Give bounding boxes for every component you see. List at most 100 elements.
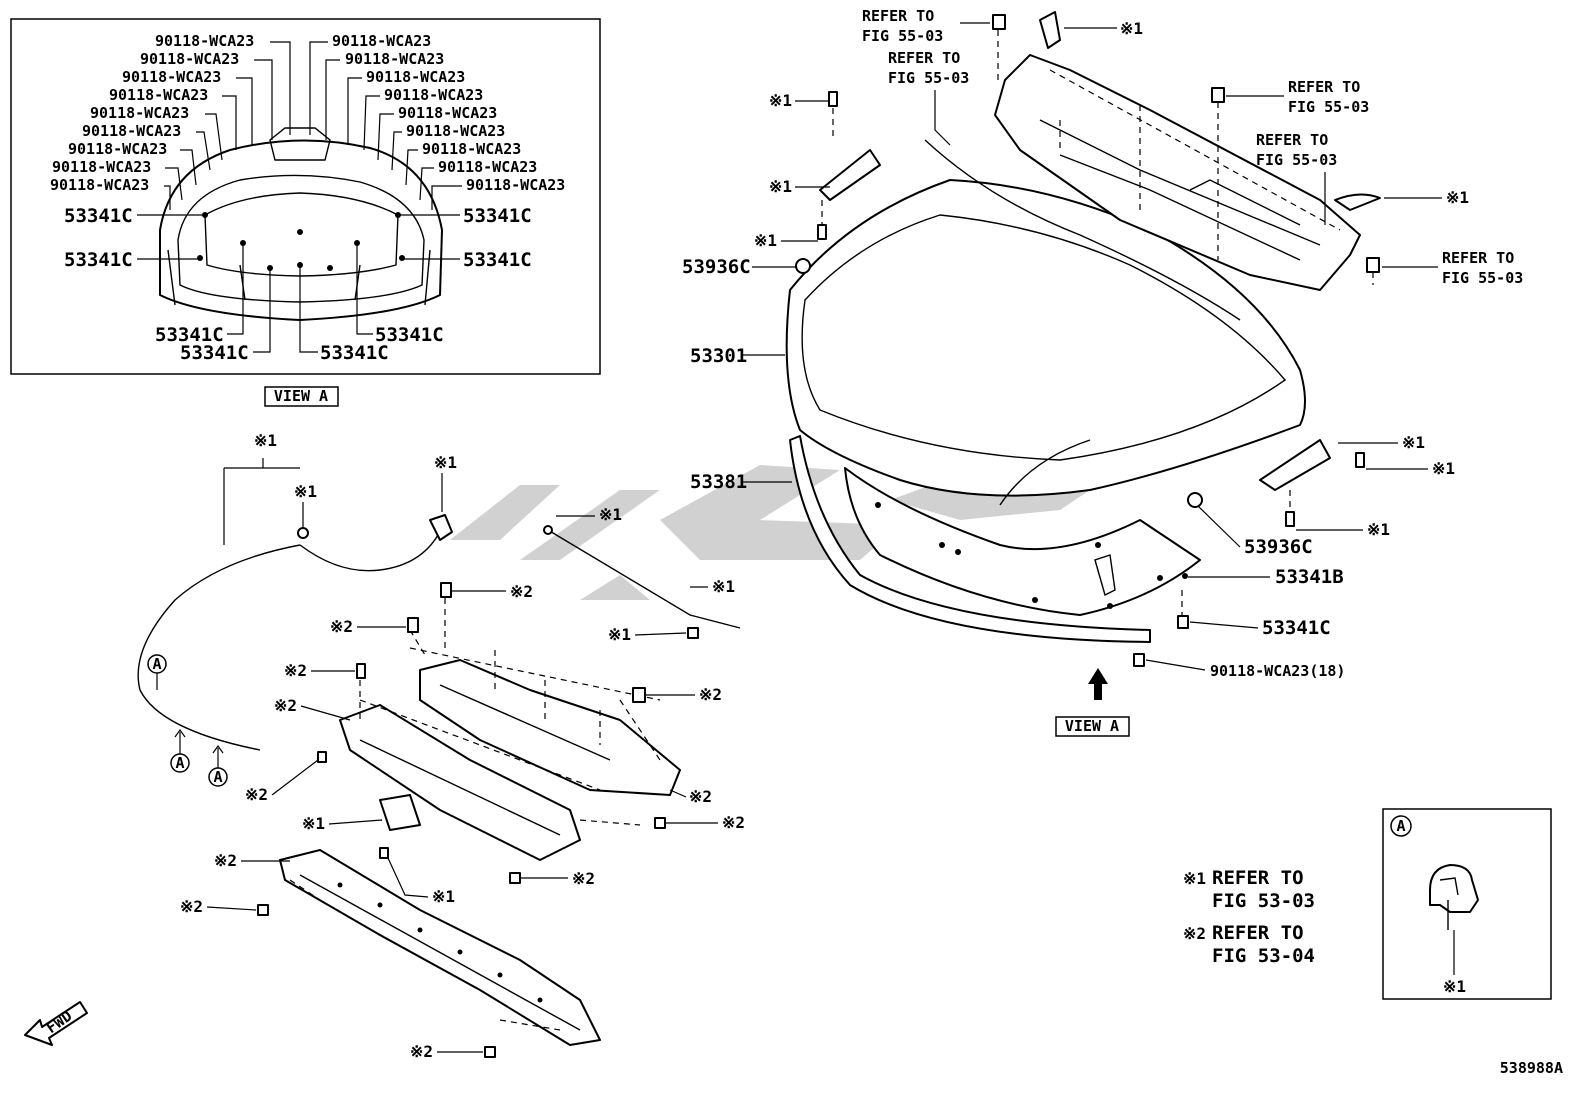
fastener-leaders-right	[309, 41, 462, 210]
detail-a-mark: ※1	[1443, 977, 1466, 996]
cushion-right-shape	[1187, 492, 1203, 508]
mark1-label: ※1	[1402, 433, 1425, 452]
legend-mark2-line2: FIG 53-04	[1212, 945, 1315, 967]
latch-bracket-drawing	[339, 704, 581, 861]
bolt-shape	[828, 91, 838, 107]
clip-shape	[687, 627, 699, 639]
clip-label: 53341C	[155, 324, 224, 346]
clip-label: 53341C	[375, 324, 444, 346]
view-a-tag: VIEW A	[274, 387, 328, 405]
legend-mark1: ※1	[1183, 869, 1206, 888]
cushion-right-label: 53936C	[1244, 536, 1313, 558]
mark2-label: ※2	[722, 813, 745, 832]
refer-fig-label: FIG 55-03	[888, 69, 969, 87]
bolt-shape	[1355, 452, 1365, 468]
refer-fig-label: FIG 55-03	[1442, 269, 1523, 287]
fastener-label: 90118-WCA23	[422, 140, 521, 158]
mark-labels-lower: ※1 ※1 ※1 ※1 ※1 ※1 ※2 ※2 ※2 ※2 ※2 ※2 ※2 ※…	[180, 431, 745, 1061]
legend-mark2: ※2	[1183, 924, 1206, 943]
mark1-label: ※1	[294, 482, 317, 501]
clip-labels: 53341C 53341C 53341C 53341C 53341C 53341…	[64, 205, 532, 364]
detail-a-box: A ※1	[1382, 808, 1552, 1000]
mark1-label: ※1	[302, 814, 325, 833]
mark2-label: ※2	[510, 582, 533, 601]
cushion-left-shape	[795, 258, 811, 274]
arrow-up-icon	[1088, 668, 1108, 700]
fastener-label: 90118-WCA23	[155, 32, 254, 50]
cushion-left-label: 53936C	[682, 256, 751, 278]
clip-label: 53341C	[320, 342, 389, 364]
mark2-label: ※2	[284, 661, 307, 680]
cross-member-drawing	[279, 849, 601, 1046]
legend-mark1-line2: FIG 53-03	[1212, 890, 1315, 912]
insulator-fastener-label: 90118-WCA23(18)	[1210, 662, 1345, 680]
bolt-shape	[654, 817, 666, 829]
refer-labels: REFER TO FIG 55-03 REFER TO FIG 55-03 RE…	[862, 7, 1523, 287]
clip-shape	[1366, 257, 1380, 273]
bolt-shape	[317, 751, 327, 763]
insulator-clip-label: 53341C	[1262, 617, 1331, 639]
fastener-label: 90118-WCA23	[109, 86, 208, 104]
support-rod-drawing	[543, 525, 741, 629]
hood-underside-drawing	[159, 127, 443, 321]
mark2-label: ※2	[572, 869, 595, 888]
mark1-label: ※1	[1432, 459, 1455, 478]
clip-shape	[1133, 653, 1145, 667]
clip-label: 53341C	[463, 205, 532, 227]
bolt-shape	[257, 904, 269, 916]
clip-shape	[1211, 87, 1225, 103]
refer-to-label: REFER TO	[1256, 131, 1328, 149]
clip-leaders	[137, 214, 460, 353]
view-a-tag-box	[1055, 716, 1130, 737]
fastener-leaders-left	[164, 41, 291, 210]
clip-label: 53341C	[180, 342, 249, 364]
clip-shape	[992, 14, 1006, 30]
mark1-label: ※1	[1446, 188, 1469, 207]
fastener-label: 90118-WCA23	[384, 86, 483, 104]
view-a-pointer: VIEW A	[1055, 668, 1130, 737]
mark1-label: ※1	[254, 431, 277, 450]
fastener-label: 90118-WCA23	[366, 68, 465, 86]
fastener-label: 90118-WCA23	[82, 122, 181, 140]
fastener-label: 90118-WCA23	[406, 122, 505, 140]
mark1-label: ※1	[432, 887, 455, 906]
mark1-label: ※1	[769, 177, 792, 196]
small-parts-drawing	[795, 11, 1381, 667]
mark1-label: ※1	[434, 453, 457, 472]
detail-a-circle	[1390, 815, 1412, 837]
lower-dashed-guides	[289, 598, 661, 1031]
mark1-label: ※1	[754, 231, 777, 250]
mark2-label: ※2	[214, 851, 237, 870]
fwd-arrow: FWD	[24, 1001, 88, 1046]
mark1-labels-upper: ※1 ※1 ※1 ※1 ※1 ※1 ※1 ※1	[754, 19, 1469, 539]
insulator-label: 53341B	[1275, 566, 1344, 588]
view-a-frame	[10, 18, 601, 375]
refer-to-label: REFER TO	[1442, 249, 1514, 267]
weatherstrip-drawing	[924, 139, 1241, 321]
fastener-label: 90118-WCA23	[90, 104, 189, 122]
fastener-labels-left: 90118-WCA23 90118-WCA23 90118-WCA23 9011…	[50, 32, 254, 194]
mark2-label: ※2	[330, 617, 353, 636]
cowl-panel-drawing	[994, 54, 1361, 291]
fastener-label: 90118-WCA23	[140, 50, 239, 68]
legend-mark1-line1: REFER TO	[1212, 867, 1304, 889]
mark2-label: ※2	[689, 787, 712, 806]
clip-shape	[1177, 615, 1189, 629]
circle-a-label: A	[152, 655, 161, 673]
bolt-shape	[817, 224, 827, 240]
main-labels: 53301 53381 53936C 53936C 53341B 53341C …	[682, 256, 1345, 680]
mark1-label: ※1	[608, 625, 631, 644]
fastener-label: 90118-WCA23	[50, 176, 149, 194]
mark1-label: ※1	[712, 577, 735, 596]
refer-fig-label: FIG 55-03	[1256, 151, 1337, 169]
mark1-label: ※1	[1367, 520, 1390, 539]
fastener-label: 90118-WCA23	[68, 140, 167, 158]
clip-label: 53341C	[463, 249, 532, 271]
watermark-logo	[450, 460, 1120, 600]
fastener-label: 90118-WCA23	[398, 104, 497, 122]
mark2-label: ※2	[410, 1042, 433, 1061]
fwd-arrow-icon	[24, 1001, 88, 1046]
fastener-label: 90118-WCA23	[52, 158, 151, 176]
mark2-label: ※2	[274, 696, 297, 715]
